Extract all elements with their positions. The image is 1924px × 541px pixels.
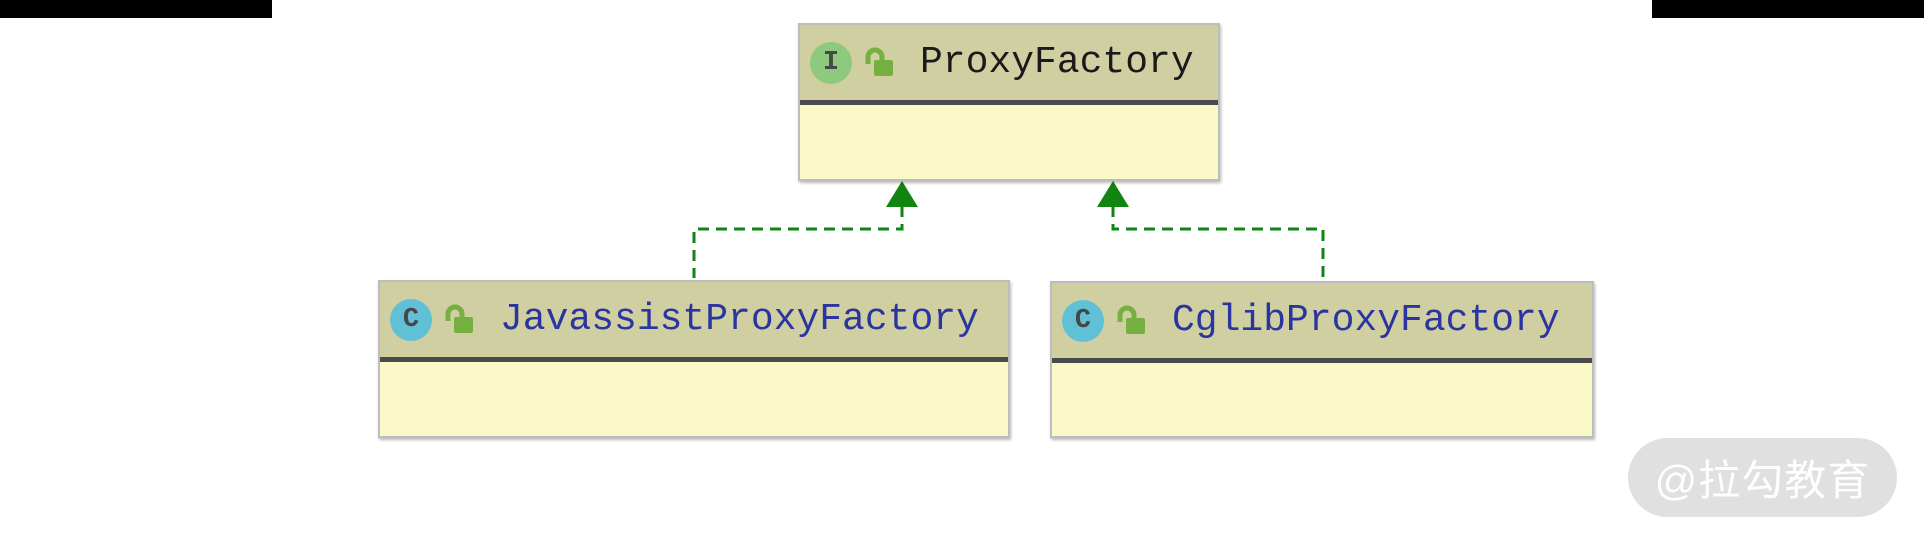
top-right-black-bar — [1652, 0, 1924, 18]
class-icon: C — [1062, 299, 1104, 342]
unlocked-icon — [1114, 305, 1148, 337]
interface-icon: I — [810, 41, 852, 84]
node-header: C CglibProxyFactory — [1052, 283, 1592, 363]
uml-node-javassistproxyfactory[interactable]: C JavassistProxyFactory — [378, 280, 1010, 438]
unlocked-icon — [442, 304, 476, 336]
implements-arrow-icon — [886, 181, 918, 207]
top-left-black-bar — [0, 0, 272, 18]
class-icon: C — [390, 298, 432, 341]
node-header: C JavassistProxyFactory — [380, 282, 1008, 362]
uml-node-proxyfactory[interactable]: I ProxyFactory — [798, 23, 1220, 181]
edge-cglib-implements-proxyfactory — [1097, 181, 1325, 278]
node-title: ProxyFactory — [920, 41, 1194, 84]
edge-javassist-implements-proxyfactory — [692, 181, 918, 278]
node-title: CglibProxyFactory — [1172, 299, 1560, 342]
node-title: JavassistProxyFactory — [500, 298, 979, 341]
watermark-text: @拉勾教育 — [1654, 457, 1871, 504]
uml-node-cglibproxyfactory[interactable]: C CglibProxyFactory — [1050, 281, 1594, 438]
implements-arrow-icon — [1097, 181, 1129, 207]
node-header: I ProxyFactory — [800, 25, 1218, 105]
watermark-badge: @拉勾教育 — [1628, 438, 1897, 517]
unlocked-icon — [862, 47, 896, 79]
